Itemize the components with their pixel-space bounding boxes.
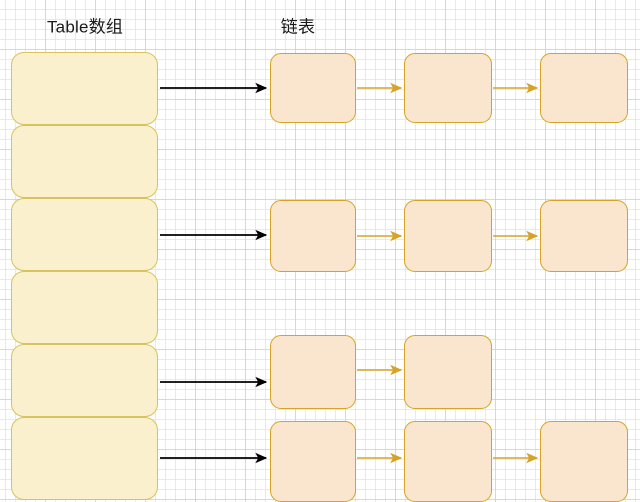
table-bucket-5[interactable] bbox=[11, 417, 158, 500]
table-bucket-2[interactable] bbox=[11, 198, 158, 271]
chain-0-node-2[interactable] bbox=[540, 53, 628, 123]
chain-0-node-1[interactable] bbox=[404, 53, 492, 123]
chain-3-node-0[interactable] bbox=[270, 421, 356, 502]
chain-3-node-1[interactable] bbox=[404, 421, 492, 502]
chain-2-node-0[interactable] bbox=[270, 335, 356, 409]
bucket-to-chain-arrows bbox=[160, 82, 268, 464]
chain-1-node-0[interactable] bbox=[270, 200, 356, 272]
table-bucket-0[interactable] bbox=[11, 52, 158, 125]
chain-3-node-2[interactable] bbox=[540, 421, 628, 502]
chain-link-arrows bbox=[357, 82, 539, 464]
chain-0-node-0[interactable] bbox=[270, 53, 356, 123]
table-bucket-4[interactable] bbox=[11, 344, 158, 417]
table-array-label: Table数组 bbox=[46, 17, 124, 37]
chain-2-node-1[interactable] bbox=[404, 335, 492, 409]
linked-list-label: 链表 bbox=[280, 17, 316, 37]
table-bucket-3[interactable] bbox=[11, 271, 158, 344]
chain-1-node-1[interactable] bbox=[404, 200, 492, 272]
chain-1-node-2[interactable] bbox=[540, 200, 628, 272]
table-bucket-1[interactable] bbox=[11, 125, 158, 198]
